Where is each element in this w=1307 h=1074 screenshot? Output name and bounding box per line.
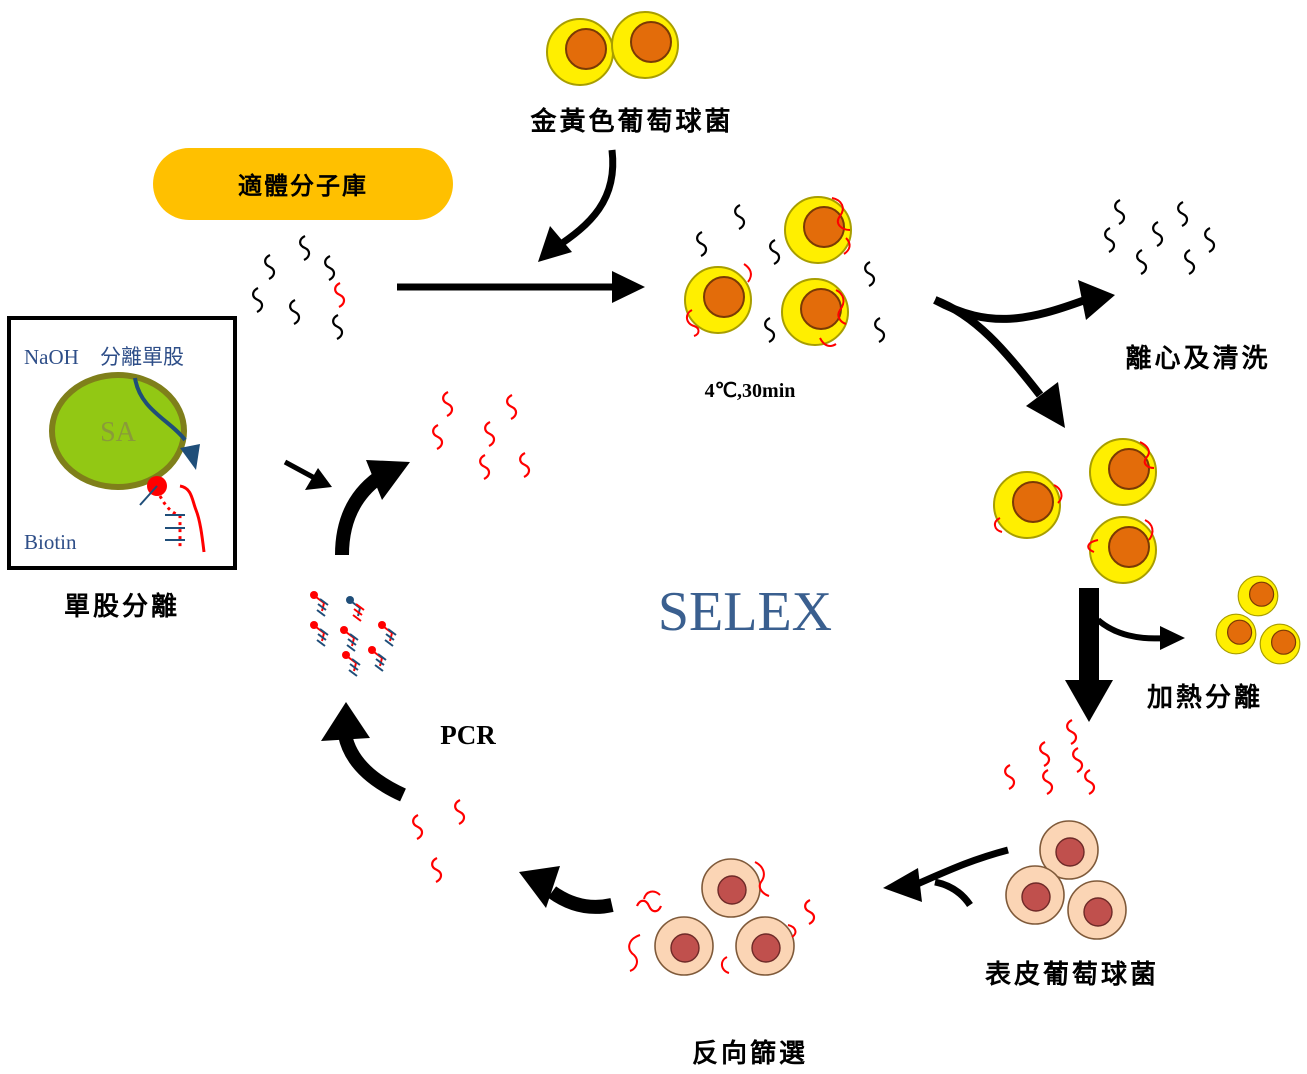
centrifuge-wash-label: 離心及清洗 xyxy=(1125,343,1270,374)
arrow-to-counter xyxy=(883,846,1009,908)
released-aptamers xyxy=(1004,718,1096,796)
s-aureus-label: 金黃色葡萄球菌 xyxy=(529,106,733,137)
released-bacteria xyxy=(1215,575,1301,665)
selected-single-strands xyxy=(432,390,531,481)
s-epidermidis xyxy=(1005,820,1127,940)
washed-strands xyxy=(1104,198,1216,276)
arrow-split-wash xyxy=(933,280,1115,428)
unbound-aptamers xyxy=(412,798,466,884)
arrow-heat-release xyxy=(1065,588,1185,722)
arrow-ss-to-library xyxy=(335,460,410,556)
separate-ss-label: 分離單股 xyxy=(100,345,184,369)
s-aureus-top xyxy=(546,11,679,86)
s-epidermidis-label: 表皮葡萄球菌 xyxy=(985,960,1159,990)
ss-separation-box: NaOH 分離單股 SA Biotin xyxy=(7,316,237,570)
arrow-pcr xyxy=(321,702,406,802)
ss-separation-label: 單股分離 xyxy=(64,591,180,622)
counter-selection-label: 反向篩選 xyxy=(692,1038,808,1069)
aptamer-library-label: 適體分子庫 xyxy=(238,171,368,200)
arrow-box-to-cycle xyxy=(283,459,332,490)
arrow-s-aureus-down xyxy=(538,149,617,262)
arrow-library-to-binding xyxy=(397,271,645,303)
counter-selection-cluster xyxy=(628,858,816,976)
selex-title: SELEX xyxy=(658,581,832,643)
naoh-label: NaOH xyxy=(24,345,79,369)
heat-separation-label: 加熱分離 xyxy=(1147,682,1263,713)
bound-complexes xyxy=(993,438,1157,584)
biotin-label: Biotin xyxy=(24,530,77,554)
arrow-counter-to-pcr xyxy=(519,866,614,914)
binding-cluster xyxy=(684,196,886,347)
pcr-products xyxy=(310,591,397,677)
sa-label: SA xyxy=(100,417,137,448)
pcr-label: PCR xyxy=(440,720,496,750)
library-strands xyxy=(252,234,346,341)
aptamer-library-pill: 適體分子庫 xyxy=(153,148,453,220)
incubation-label: 4℃,30min xyxy=(705,380,796,402)
